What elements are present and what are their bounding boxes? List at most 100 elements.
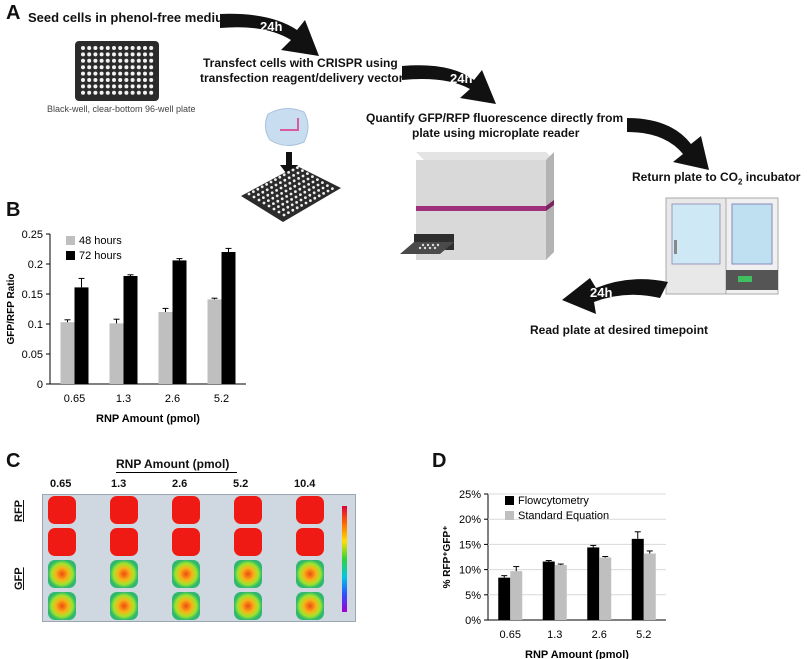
row-label-rfp: RFP [13, 500, 25, 522]
plate-well [136, 90, 141, 95]
plate-well [93, 46, 98, 50]
tilted-plate-well [292, 179, 296, 183]
tilted-plate-well [322, 192, 325, 195]
plate-well [105, 65, 110, 70]
plate-well [93, 58, 98, 63]
plate-well [81, 65, 85, 70]
plate-well [143, 58, 147, 63]
x-tick-label: 1.3 [116, 393, 131, 405]
tilted-plate-well [321, 186, 325, 190]
step-read-plate: Read plate at desired timepoint [530, 323, 709, 337]
step-transfect-line1: Transfect cells with CRISPR using [203, 56, 398, 70]
plate-well [118, 84, 123, 89]
rfp-well [172, 496, 200, 524]
bar-48-hours [109, 323, 124, 384]
plate-well [99, 46, 104, 50]
plate-well [143, 65, 147, 70]
plate-well [112, 90, 116, 95]
tilted-plate-well [275, 189, 278, 192]
x-tick-label: 0.65 [500, 629, 521, 641]
tilted-plate-well [290, 198, 293, 201]
tilted-plate-well [300, 204, 303, 207]
tilted-plate-well [326, 184, 329, 187]
tilted-plate-well [308, 193, 312, 197]
tilted-plate-well [293, 184, 297, 188]
plate-well [105, 71, 110, 76]
rfp-well [172, 528, 200, 556]
interval-label-1: 24h [260, 19, 283, 34]
color-scale-bar [342, 506, 347, 612]
step-incubator-text: Return plate to CO [632, 170, 739, 184]
tilted-plate-well [272, 207, 276, 211]
tilted-plate-well [292, 174, 295, 177]
tilted-plate-well [284, 189, 288, 193]
tilted-plate-well [274, 178, 277, 181]
bar-flowcytometry [498, 577, 511, 620]
x-axis-title: RNP Amount (pmol) [525, 649, 629, 659]
tilted-plate-well [297, 182, 301, 186]
step-incubator: Return plate to CO2 incubator [632, 170, 800, 189]
tilted-plate-well [271, 196, 275, 200]
step-quantify-line2: plate using microplate reader [412, 126, 580, 140]
tilted-plate-well [284, 184, 287, 187]
tilted-plate-well [287, 211, 290, 214]
y-tick-label: 25% [459, 489, 481, 501]
tilted-plate-well [285, 200, 289, 204]
plate-well [112, 84, 116, 89]
heatmap-amount-label: 1.3 [111, 478, 127, 490]
plate-well [130, 58, 135, 63]
tilted-plate-well [290, 203, 294, 207]
tilted-plate-well [311, 180, 315, 184]
rfp-well [234, 496, 262, 524]
y-tick-label: 0.25 [22, 229, 43, 241]
tilted-plate-well [289, 192, 293, 196]
plate-well [143, 46, 147, 50]
tilted-plate-well [302, 180, 305, 183]
y-tick-label: 0% [465, 615, 481, 627]
gfp-well [296, 560, 324, 588]
plate-well [124, 52, 129, 57]
legend-swatch [66, 251, 75, 260]
tilted-plate-well [279, 186, 283, 190]
tilted-plate-well [274, 183, 278, 187]
plate-well [118, 78, 123, 82]
tilted-plate-well [265, 183, 268, 186]
plate-well [81, 78, 85, 82]
plate-well [136, 52, 141, 57]
bar-48-hours [60, 322, 75, 384]
bar-standard-equation [599, 557, 612, 620]
tilted-plate-well [302, 185, 306, 189]
incubator-icon [665, 197, 779, 295]
plate-well [87, 65, 92, 70]
plate-well [93, 78, 98, 82]
tilted-plate-well [297, 177, 300, 180]
plate-well [105, 52, 110, 57]
tilted-plate-well [295, 201, 298, 204]
plate-well [105, 84, 110, 89]
plate-well [136, 46, 141, 50]
legend-label: Flowcytometry [518, 495, 589, 507]
tilted-plate-well [307, 188, 311, 192]
y-tick-label: 0 [37, 379, 43, 391]
plate-well [93, 71, 98, 76]
tilted-plate-well [289, 187, 292, 190]
step-incubator-tail: incubator [742, 170, 801, 184]
plate-well [118, 52, 123, 57]
plate-well [87, 84, 92, 89]
step-seed-cells: Seed cells in phenol-free medium [28, 10, 235, 25]
tilted-plate-well [287, 171, 290, 174]
plate-well [149, 90, 154, 95]
x-tick-label: 2.6 [165, 393, 180, 405]
step-quantify-line1: Quantify GFP/RFP fluorescence directly f… [366, 111, 624, 125]
tilted-plate-well [317, 189, 320, 192]
plate-well [149, 65, 154, 70]
curved-arrow-4-icon [562, 278, 668, 314]
curved-arrow-3-icon [627, 118, 709, 170]
tilted-plate-well [282, 208, 285, 211]
plate-well [149, 52, 154, 57]
plate-well [99, 52, 104, 57]
plate-well [130, 52, 135, 57]
tilted-plate-well [299, 198, 303, 202]
